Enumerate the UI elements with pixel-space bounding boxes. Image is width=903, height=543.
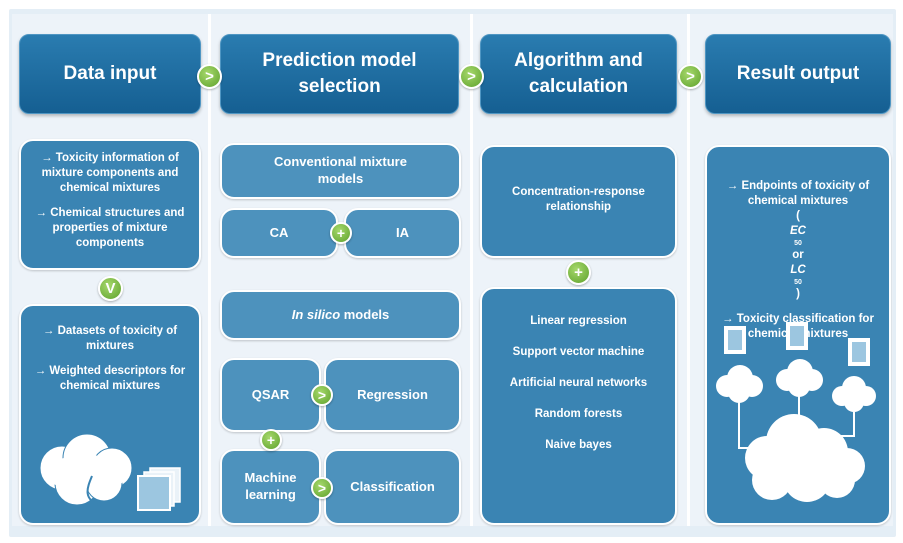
arrow-connector-icon: > (197, 64, 222, 89)
data-input-item: → Toxicity information of mixture compon… (41, 152, 179, 194)
column-separator (687, 14, 690, 526)
ec-label: EC (790, 224, 806, 237)
column-separator (470, 14, 473, 526)
in-silico-models-box: In silico models (220, 290, 461, 340)
regression-box: Regression (324, 358, 461, 432)
ca-box: CA (220, 208, 338, 258)
data-input-box-toxicity-info: → Toxicity information of mixture compon… (19, 139, 201, 270)
arrow-connector-icon: > (311, 384, 333, 406)
regression-label: Regression (357, 386, 428, 402)
qsar-label: QSAR (251, 386, 290, 402)
conventional-label: Conventional mixture models (274, 154, 407, 186)
header-data-input: Data input (19, 34, 201, 114)
qsar-box: QSAR (220, 358, 321, 432)
lc-label: LC (790, 263, 806, 276)
classification-box: Classification (324, 449, 461, 525)
plus-connector-icon: + (260, 429, 282, 451)
header-label: Data input (63, 63, 157, 85)
ca-label: CA (269, 224, 289, 240)
in-silico-label: In silico models (292, 307, 390, 324)
crr-label: Concentration-response relationship (512, 186, 645, 213)
header-algorithm-and-calculation: Algorithm and calculation (480, 34, 677, 114)
method-item: Support vector machine (512, 345, 645, 358)
machine-learning-label: Machine learning (244, 470, 297, 502)
header-label: Result output (736, 63, 860, 85)
plus-connector-icon: + (566, 260, 591, 285)
algorithm-methods-box: Linear regression Support vector machine… (480, 287, 677, 525)
in-silico-italic: In silico (291, 306, 341, 322)
cloud-network-icon (716, 322, 876, 502)
paren: ( (796, 209, 800, 222)
lc-sub: 50 (794, 278, 802, 286)
method-item: Random forests (534, 407, 623, 420)
header-label: Algorithm and calculation (514, 50, 643, 97)
method-item: Naive bayes (545, 438, 612, 451)
data-input-item: → Datasets of toxicity of mixtures (42, 325, 178, 352)
header-prediction-model-selection: Prediction model selection (220, 34, 459, 114)
plus-connector-icon: + (330, 222, 352, 244)
in-silico-rest: models (340, 306, 390, 322)
ia-label: IA (396, 224, 409, 240)
cloud-database-icon (39, 433, 181, 511)
data-input-item: → Weighted descriptors for chemical mixt… (34, 364, 186, 392)
header-label: Prediction model selection (262, 50, 417, 97)
arrow-connector-icon: > (311, 477, 333, 499)
ec-sub: 50 (794, 239, 802, 247)
machine-learning-box: Machine learning (220, 449, 321, 525)
or-label: or (789, 248, 807, 261)
classification-label: Classification (350, 478, 435, 494)
result-endpoints: ( EC 50 or LC 50) (789, 209, 807, 302)
header-result-output: Result output (705, 34, 891, 114)
down-connector-icon: V (98, 276, 123, 301)
concentration-response-box: Concentration-response relationship (480, 145, 677, 258)
method-item: Artificial neural networks (509, 376, 648, 389)
conventional-mixture-models-box: Conventional mixture models (220, 143, 461, 199)
arrow-connector-icon: > (459, 64, 484, 89)
column-separator (208, 14, 211, 526)
data-input-item: → Chemical structures and properties of … (35, 206, 185, 249)
arrow-connector-icon: > (678, 64, 703, 89)
result-item: → Endpoints of toxicity of chemical mixt… (726, 180, 870, 207)
method-item: Linear regression (530, 315, 627, 327)
paren: ) (796, 287, 800, 300)
ia-box: IA (344, 208, 461, 258)
